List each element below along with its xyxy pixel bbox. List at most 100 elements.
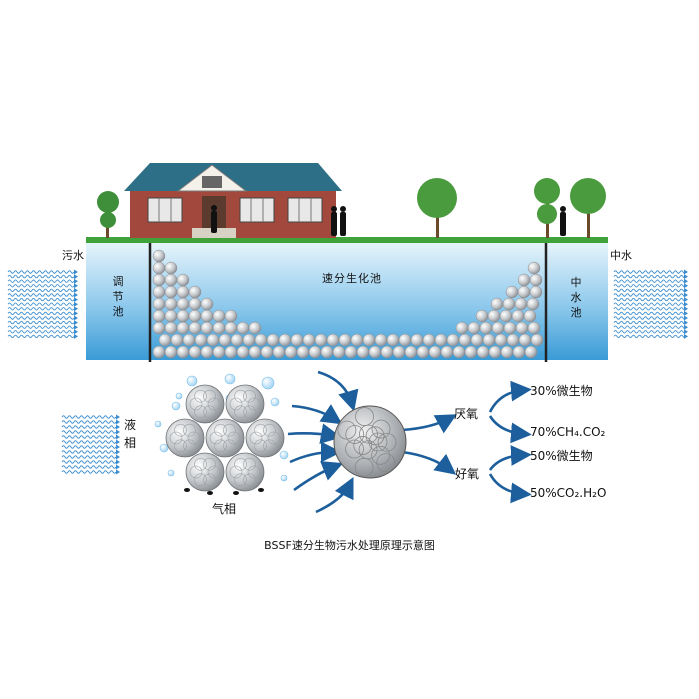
wave-line — [7, 311, 75, 316]
wave-arrowhead — [116, 469, 120, 475]
carrier-ball — [530, 333, 544, 347]
carrier-ball — [188, 297, 202, 311]
wave-line — [61, 470, 117, 474]
carrier-ball — [434, 333, 448, 347]
wave-line — [613, 302, 687, 306]
wave-line — [61, 415, 117, 419]
carrier-ball — [164, 273, 178, 287]
wave-line — [613, 270, 687, 274]
flow-arrows — [287, 370, 532, 514]
carrier-ball — [490, 297, 504, 311]
wave-arrowhead — [74, 274, 78, 280]
carrier-ball — [524, 345, 538, 359]
carrier-ball — [260, 345, 274, 359]
carrier-ball — [164, 345, 178, 359]
carrier-ball — [517, 285, 531, 299]
bubble — [261, 376, 275, 390]
carrier-ball — [503, 321, 517, 335]
wave-line — [613, 316, 687, 320]
carrier-ball — [200, 345, 214, 359]
carrier-ball — [527, 321, 541, 335]
wave-arrowhead — [74, 278, 78, 284]
carrier-ball — [284, 345, 298, 359]
wave-arrowhead — [684, 274, 688, 280]
cluster-ball — [225, 452, 265, 492]
carrier-ball — [158, 333, 172, 347]
carrier-ball — [517, 273, 531, 287]
output-microbes-50: 50%微生物 — [530, 449, 593, 463]
wave-line — [613, 311, 687, 316]
wave-line — [613, 293, 687, 297]
wave-arrowhead — [116, 414, 120, 420]
carrier-ball — [200, 297, 214, 311]
sewage-label: 污水 — [62, 249, 84, 262]
carrier-ball — [464, 345, 478, 359]
carrier-ball — [458, 333, 472, 347]
wave-line — [7, 288, 75, 293]
carrier-ball — [455, 321, 469, 335]
carrier-ball — [467, 321, 481, 335]
carrier-ball — [338, 333, 352, 347]
wave-arrowhead — [74, 292, 78, 298]
carrier-ball — [266, 333, 280, 347]
carrier-ball — [368, 345, 382, 359]
gas-phase-label: 气相 — [212, 502, 237, 516]
carrier-ball — [218, 333, 232, 347]
carrier-ball — [176, 273, 190, 287]
wave-arrowhead — [74, 329, 78, 335]
wave-arrowhead — [116, 439, 120, 445]
trees — [97, 178, 606, 238]
reclaimed-water-tank — [546, 243, 608, 360]
anaerobic-label: 厌氧 — [454, 407, 479, 421]
wave-line — [7, 330, 75, 334]
wave-line — [613, 330, 687, 334]
ground-strip — [86, 237, 608, 243]
core-carrier-texture — [337, 407, 397, 477]
core-carrier — [333, 405, 407, 479]
wave-line — [613, 297, 687, 302]
carrier-ball — [320, 345, 334, 359]
carrier-ball — [296, 345, 310, 359]
reclaimed-water-label: 中水 — [610, 249, 632, 262]
carrier-ball — [278, 333, 292, 347]
carrier-ball — [188, 309, 202, 323]
wave-arrowhead — [74, 333, 78, 339]
wave-line — [61, 465, 117, 469]
output-microbes-30: 30%微生物 — [530, 384, 593, 398]
carrier-ball — [362, 333, 376, 347]
wave-arrowhead — [116, 464, 120, 470]
wave-line — [7, 274, 75, 279]
carrier-ball — [476, 345, 490, 359]
wave-arrowhead — [684, 292, 688, 298]
bubble — [279, 450, 289, 460]
carrier-ball — [176, 345, 190, 359]
carrier-ball — [200, 309, 214, 323]
wave-line — [7, 302, 75, 306]
carrier-ball — [386, 333, 400, 347]
carrier-ball — [374, 333, 388, 347]
carrier-ball — [152, 345, 166, 359]
carrier-ball — [152, 273, 166, 287]
wave-arrowhead — [74, 283, 78, 289]
cluster-ball — [225, 384, 265, 424]
wave-line — [61, 450, 117, 454]
bubble — [186, 375, 198, 387]
carrier-ball — [500, 345, 514, 359]
wave-line — [61, 440, 117, 444]
carrier-ball — [200, 321, 214, 335]
carrier-ball — [512, 345, 526, 359]
wave-arrowhead — [116, 444, 120, 450]
carrier-ball — [176, 297, 190, 311]
carrier-ball — [482, 333, 496, 347]
liquid-phase-label: 液 相 — [123, 418, 136, 450]
wave-line — [613, 325, 687, 329]
carrier-balls — [152, 249, 544, 359]
carrier-ball — [152, 261, 166, 275]
bubbles — [154, 373, 289, 482]
carrier-ball — [176, 285, 190, 299]
carrier-ball — [194, 333, 208, 347]
wave-line — [7, 334, 75, 339]
carrier-ball — [230, 333, 244, 347]
wave-arrowhead — [116, 459, 120, 465]
carrier-ball — [344, 345, 358, 359]
